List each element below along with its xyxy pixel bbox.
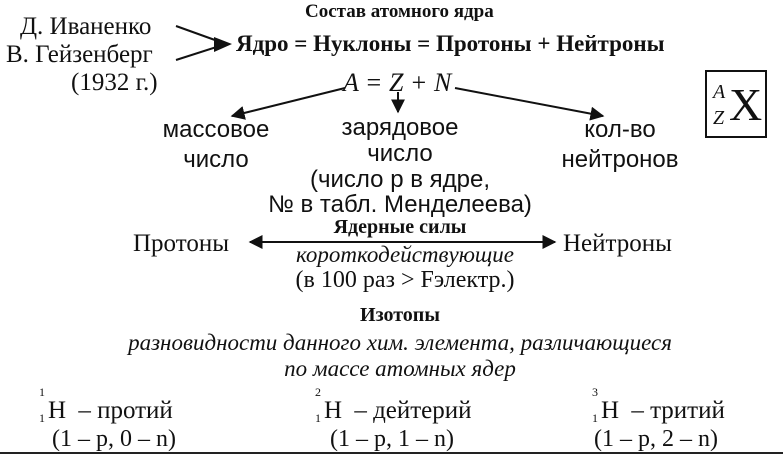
notation-element-symbol: X [729,79,763,130]
author-ivanenko: Д. Иваненко [20,13,152,40]
isotope-protium: 1 1 H – протий [37,386,173,425]
mass-number-line1: массовое [162,116,270,143]
protium-symbol: H [48,397,67,424]
forces-protons-label: Протоны [133,230,229,257]
isotope-tritium: 3 1 H – тритий [590,386,725,425]
protium-composition: (1 – p, 0 – n) [52,426,176,452]
charge-number-label: зарядовое число [280,115,520,167]
authors-arrow [175,25,230,61]
protium-name: – протий [78,397,173,424]
deuterium-composition: (1 – p, 1 – n) [330,426,454,452]
arrow-to-neutron-count [454,87,605,121]
notation-charge-number: Z [713,107,725,129]
deuterium-name: – дейтерий [354,397,472,424]
authors-arrowhead [214,37,232,52]
nucleus-equation: Ядро = Нуклоны = Протоны + Нейтроны [236,31,665,56]
notation-mass-number: A [713,81,726,103]
mass-number-formula: A = Z + N [343,68,452,97]
discovery-year: (1932 г.) [71,69,158,96]
bottom-divider [0,452,783,454]
diagram-title: Состав атомного ядра [305,1,494,22]
charge-number-explanation-1: (число p в ядре, [310,166,490,193]
author-heisenberg: В. Гейзенберг [6,41,153,68]
tritium-symbol: H [601,397,620,424]
deuterium-mass-number: 2 [315,385,321,399]
forces-property: короткодействующие [296,242,514,267]
deuterium-symbol: H [324,397,343,424]
neutron-count-label: кол-во нейтронов [540,115,700,175]
charge-number-explanation-2: № в табл. Менделеева) [268,191,532,218]
forces-neutrons-label: Нейтроны [563,230,672,257]
isotopes-title: Изотопы [360,304,440,326]
isotope-deuterium: 2 1 H – дейтерий [313,386,472,425]
protium-charge-number: 1 [39,411,45,425]
isotopes-definition-line1: разновидности данного хим. элемента, раз… [128,330,672,355]
mass-number-line2: число [183,146,249,173]
protium-mass-number: 1 [39,385,45,399]
tritium-charge-number: 1 [592,411,598,425]
nuclear-forces-title: Ядерные силы [333,216,467,238]
forces-comparison: (в 100 раз > Fэлектр.) [295,267,515,293]
deuterium-charge-number: 1 [315,411,321,425]
mass-number-label: массовое число [136,115,296,175]
charge-number-line1: зарядовое [341,114,459,141]
neutron-count-line1: кол-во [584,116,656,143]
charge-number-line2: число [367,140,433,167]
tritium-name: – тритий [631,397,725,424]
neutron-count-line2: нейтронов [561,146,679,173]
arrow-to-mass-number [230,87,346,120]
tritium-mass-number: 3 [592,385,598,399]
nuclide-notation-box: A Z X [705,70,767,138]
tritium-composition: (1 – p, 2 – n) [594,426,718,452]
isotopes-definition-line2: по массе атомных ядер [284,356,516,381]
